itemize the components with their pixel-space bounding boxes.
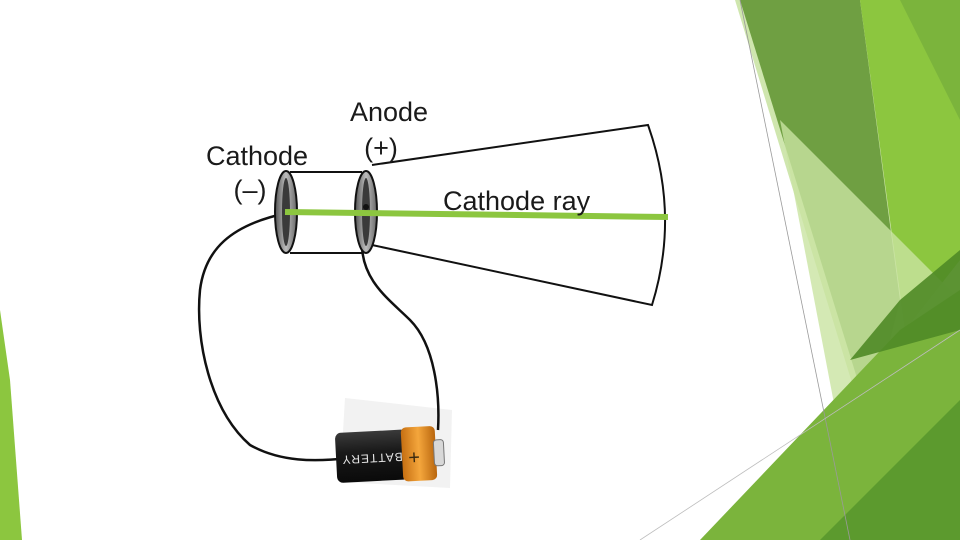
battery: BATTERY + [335,426,445,483]
anode-sign: (+) [364,133,398,163]
cathode-ray-beam [284,209,669,220]
wire-anode [360,239,440,431]
wire-cathode [197,211,349,462]
battery-terminal [432,439,445,467]
tube-neck [290,171,362,254]
battery-body [335,429,409,483]
cathode-ray-label: Cathode ray [443,186,591,216]
cathode-label: Cathode [205,141,309,171]
theme-decoration-right [639,0,960,540]
battery-label: BATTERY [341,450,403,467]
battery-plus: + [408,447,421,470]
anode-label: Anode [349,97,429,127]
theme-decoration-left [0,310,22,540]
battery-cap [400,426,438,482]
cathode-sign: (–) [233,175,267,205]
